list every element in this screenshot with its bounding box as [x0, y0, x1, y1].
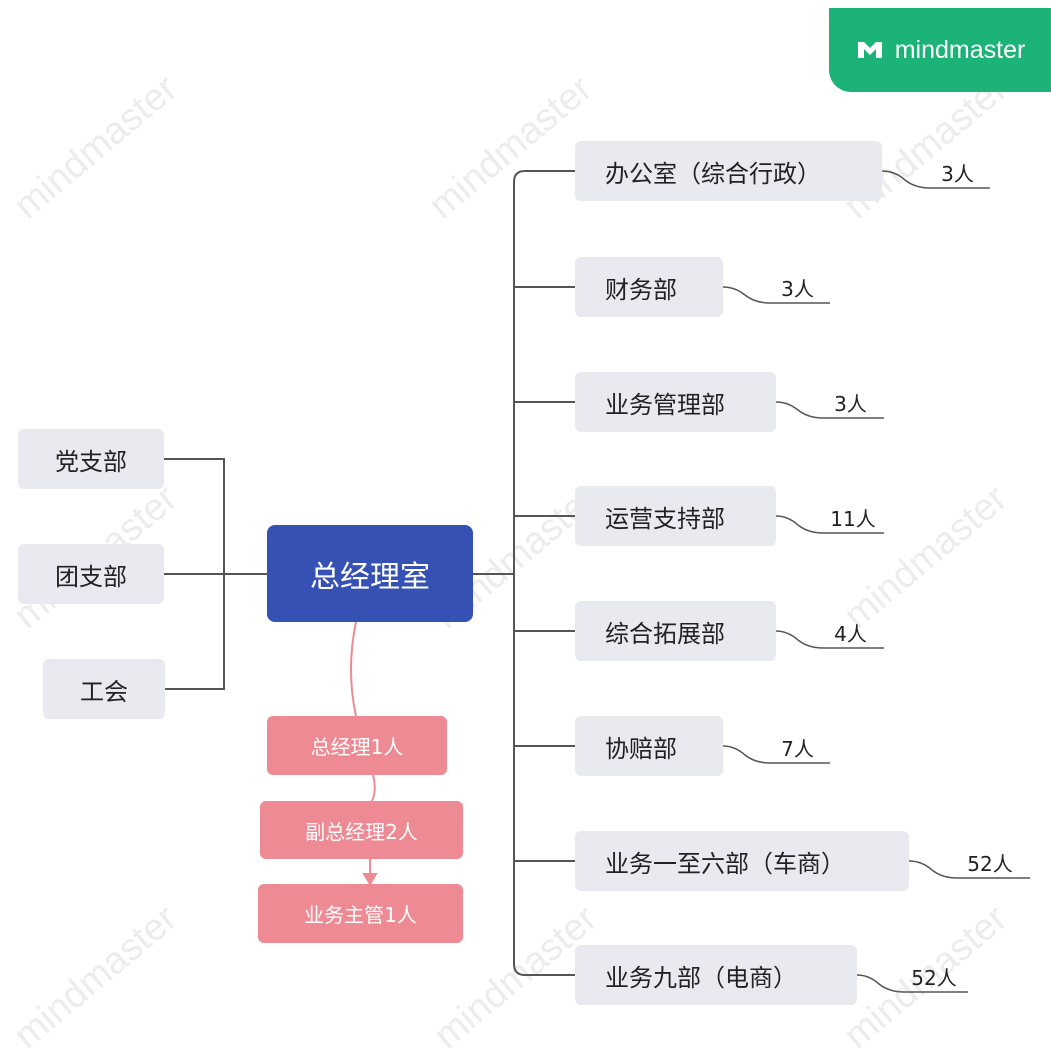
root-label: 总经理室	[310, 559, 430, 595]
node-label: 业务一至六部（车商）	[605, 849, 845, 878]
count-callout	[775, 630, 884, 649]
headcount-label: 52人	[911, 966, 957, 990]
node-label: 业务管理部	[605, 390, 725, 419]
mindmaster-logo-icon	[857, 42, 882, 58]
headcount-label: 11人	[830, 507, 876, 531]
left-branch-node[interactable]: 工会	[43, 659, 165, 719]
right-branch-node[interactable]: 业务九部（电商）	[575, 945, 857, 1005]
leadership-node[interactable]: 总经理1人	[267, 716, 447, 775]
right-connector	[513, 170, 575, 976]
count-callout	[775, 515, 884, 534]
brand-badge: mindmaster	[829, 8, 1051, 92]
headcount-label: 3人	[941, 162, 974, 186]
node-label: 业务九部（电商）	[605, 963, 797, 992]
right-branch-node[interactable]: 协赔部	[575, 716, 723, 776]
node-label: 办公室（综合行政）	[605, 159, 821, 188]
right-branch-node[interactable]: 业务一至六部（车商）	[575, 831, 909, 891]
count-callout	[722, 286, 830, 304]
node-label: 协赔部	[605, 734, 677, 763]
count-callout	[722, 745, 830, 764]
right-branch-node[interactable]: 办公室（综合行政）	[575, 141, 882, 201]
node-label: 党支部	[55, 447, 127, 476]
count-callout	[856, 974, 968, 993]
node-label: 总经理1人	[310, 735, 404, 759]
node-label: 运营支持部	[605, 504, 725, 533]
count-callout	[775, 401, 884, 419]
node-label: 工会	[80, 677, 128, 706]
left-branch-node[interactable]: 党支部	[18, 429, 164, 489]
root-node[interactable]: 总经理室	[267, 525, 473, 622]
leadership-node[interactable]: 业务主管1人	[258, 884, 463, 943]
headcount-label: 4人	[834, 622, 867, 646]
node-label: 团支部	[55, 562, 127, 591]
node-label: 业务主管1人	[304, 903, 417, 927]
right-branch-node[interactable]: 财务部	[575, 257, 723, 317]
brand-name: mindmaster	[894, 35, 1026, 64]
arrow-down-icon	[362, 873, 378, 886]
node-label: 副总经理2人	[305, 819, 418, 844]
node-label: 综合拓展部	[605, 619, 725, 648]
right-branch-node[interactable]: 业务管理部	[575, 372, 776, 432]
headcount-label: 3人	[834, 392, 867, 416]
count-callout	[881, 170, 990, 189]
headcount-label: 52人	[967, 852, 1013, 876]
headcount-label: 3人	[781, 277, 814, 301]
count-callout	[908, 860, 1030, 879]
right-branch-node[interactable]: 综合拓展部	[575, 601, 776, 661]
headcount-label: 7人	[781, 737, 814, 761]
leadership-node[interactable]: 副总经理2人	[260, 801, 463, 859]
right-branch-node[interactable]: 运营支持部	[575, 486, 776, 546]
left-branch-node[interactable]: 团支部	[18, 544, 164, 604]
node-label: 财务部	[605, 275, 677, 304]
